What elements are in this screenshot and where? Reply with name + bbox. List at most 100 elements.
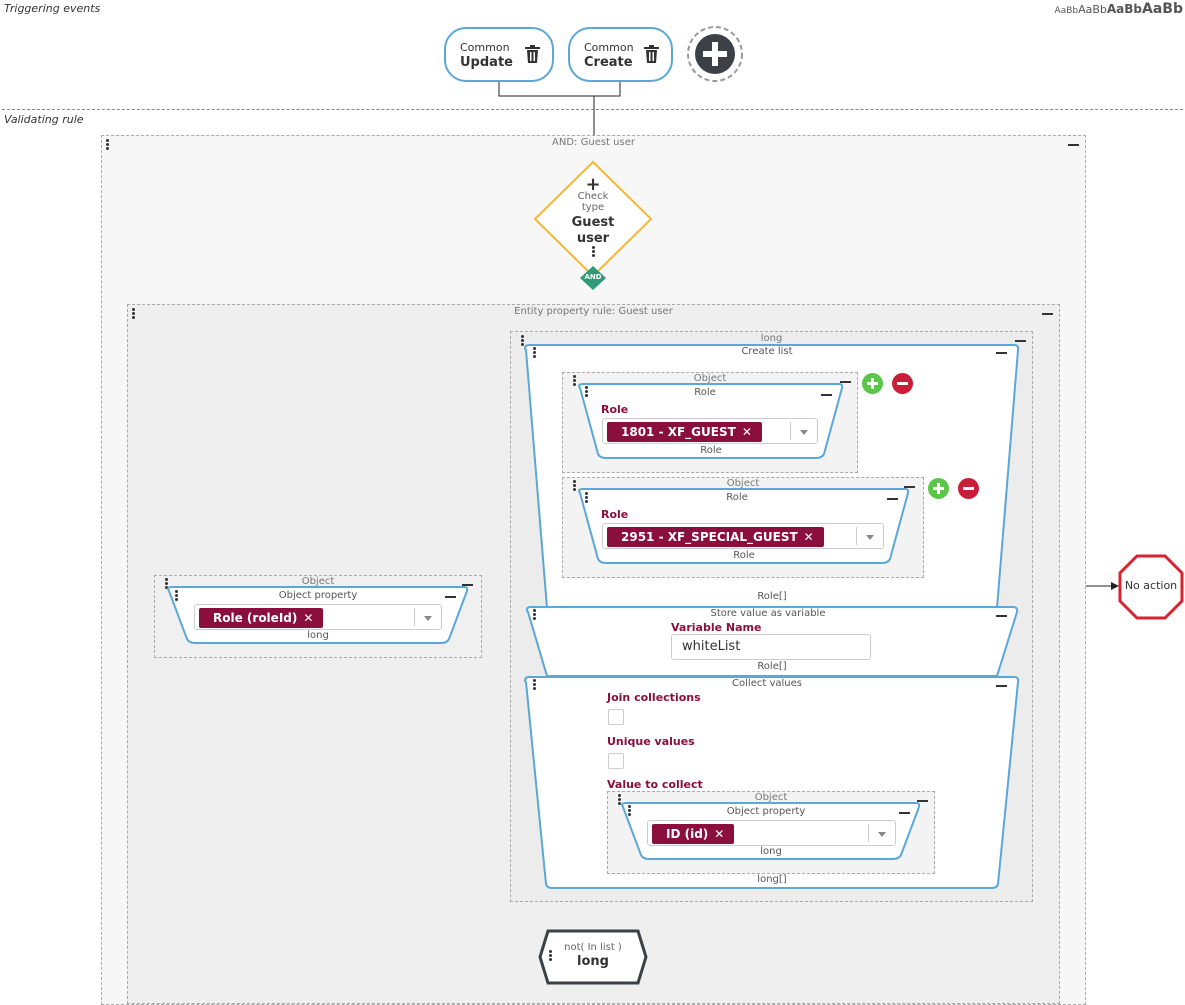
collapse-icon[interactable] xyxy=(904,486,915,488)
in-list-label: not( In list ) xyxy=(564,942,622,953)
add-item-button[interactable] xyxy=(862,373,883,394)
drag-handle-icon[interactable] xyxy=(132,308,136,320)
collapse-icon[interactable] xyxy=(821,394,832,396)
trigger-create[interactable]: Common Create xyxy=(568,27,673,82)
font-size-option[interactable]: AaBb xyxy=(1078,3,1107,16)
add-trigger-button[interactable] xyxy=(686,25,744,83)
select-separator xyxy=(414,608,415,626)
collapse-icon[interactable] xyxy=(887,498,898,500)
object-property-title: Object property xyxy=(726,806,806,817)
selected-chip[interactable]: ID (id) ✕ xyxy=(652,824,735,844)
object-property-title: Object property xyxy=(278,590,358,601)
unique-values-label: Unique values xyxy=(607,735,695,748)
drag-handle-icon[interactable] xyxy=(549,950,553,962)
group-title: Object xyxy=(693,373,727,384)
font-size-option[interactable]: AaBb xyxy=(1054,6,1079,16)
in-list-node[interactable] xyxy=(538,929,648,985)
chip-label: 1801 - XF_GUEST xyxy=(621,425,736,439)
trash-icon[interactable] xyxy=(644,45,659,63)
result-type-label: Role[] xyxy=(757,591,787,602)
font-size-option[interactable]: AaBb xyxy=(1106,2,1143,16)
font-size-selector[interactable]: AaBbAaBbAaBbAaBb xyxy=(1055,1,1183,17)
object-property-select[interactable]: Role (roleId) ✕ xyxy=(194,604,442,630)
group-title: long xyxy=(760,333,783,344)
drag-handle-icon[interactable] xyxy=(592,246,596,258)
result-type-label: long[] xyxy=(757,874,787,885)
in-list-type: long xyxy=(577,954,609,969)
selected-chip[interactable]: 2951 - XF_SPECIAL_GUEST ✕ xyxy=(607,527,824,547)
add-condition-icon[interactable]: + xyxy=(585,174,601,195)
collapse-icon[interactable] xyxy=(1015,340,1026,342)
chevron-down-icon[interactable] xyxy=(424,616,432,621)
drag-handle-icon[interactable] xyxy=(533,609,537,621)
role-title: Role xyxy=(694,387,716,398)
trash-icon[interactable] xyxy=(525,45,540,63)
role-select[interactable]: 1801 - XF_GUEST ✕ xyxy=(602,418,818,444)
select-separator xyxy=(790,422,791,440)
drag-handle-icon[interactable] xyxy=(175,590,179,602)
drag-handle-icon[interactable] xyxy=(628,805,632,817)
drag-handle-icon[interactable] xyxy=(585,492,589,504)
drag-handle-icon[interactable] xyxy=(618,794,622,806)
create-list-title: Create list xyxy=(741,346,793,357)
collapse-icon[interactable] xyxy=(996,352,1007,354)
collapse-icon[interactable] xyxy=(1042,313,1053,315)
drag-handle-icon[interactable] xyxy=(165,578,169,590)
trigger-line2: Create xyxy=(584,55,633,70)
join-collections-label: Join collections xyxy=(607,691,701,704)
object-property-select[interactable]: ID (id) ✕ xyxy=(647,820,896,846)
collapse-icon[interactable] xyxy=(996,615,1007,617)
and-badge[interactable] xyxy=(580,266,606,290)
plus-icon xyxy=(703,42,727,66)
triggering-events-label: Triggering events xyxy=(4,2,101,15)
chip-label: Role (roleId) xyxy=(213,611,298,625)
add-item-button[interactable] xyxy=(928,478,949,499)
unique-values-checkbox[interactable] xyxy=(608,753,624,769)
no-action-node[interactable] xyxy=(1118,554,1184,620)
collapse-icon[interactable] xyxy=(996,685,1007,687)
collapse-icon[interactable] xyxy=(840,381,851,383)
group-title: Object xyxy=(726,478,760,489)
field-label: Role xyxy=(601,403,629,416)
remove-chip-icon[interactable]: ✕ xyxy=(714,827,725,841)
selected-chip[interactable]: 1801 - XF_GUEST ✕ xyxy=(607,422,762,442)
chevron-down-icon[interactable] xyxy=(878,832,886,837)
role-title: Role xyxy=(726,492,748,503)
collapse-icon[interactable] xyxy=(917,800,928,802)
font-size-option[interactable]: AaBb xyxy=(1142,1,1183,17)
remove-item-button[interactable] xyxy=(958,478,979,499)
chevron-down-icon[interactable] xyxy=(866,535,874,540)
and-badge-label: AND xyxy=(584,273,602,281)
field-label: Role xyxy=(601,508,629,521)
remove-chip-icon[interactable]: ✕ xyxy=(803,530,814,544)
collapse-icon[interactable] xyxy=(445,596,456,598)
trigger-update[interactable]: Common Update xyxy=(444,27,554,82)
chip-label: ID (id) xyxy=(666,827,709,841)
collapse-icon[interactable] xyxy=(462,584,473,586)
collapse-icon[interactable] xyxy=(899,812,910,814)
type-label: long xyxy=(760,846,782,857)
selected-chip[interactable]: Role (roleId) ✕ xyxy=(199,608,324,628)
join-collections-checkbox[interactable] xyxy=(608,709,624,725)
remove-chip-icon[interactable]: ✕ xyxy=(741,425,752,439)
collect-values-title: Collect values xyxy=(732,678,802,689)
chip-label: 2951 - XF_SPECIAL_GUEST xyxy=(621,530,798,544)
variable-name-input[interactable]: whiteList xyxy=(671,634,871,660)
no-action-label: No action xyxy=(1124,579,1178,592)
role-select[interactable]: 2951 - XF_SPECIAL_GUEST ✕ xyxy=(602,523,884,549)
drag-handle-icon[interactable] xyxy=(573,480,577,492)
drag-handle-icon[interactable] xyxy=(533,347,537,359)
collapse-icon[interactable] xyxy=(1068,144,1079,146)
remove-chip-icon[interactable]: ✕ xyxy=(303,611,314,625)
drag-handle-icon[interactable] xyxy=(585,386,589,398)
check-line3: Guest xyxy=(571,215,615,230)
remove-item-button[interactable] xyxy=(892,373,913,394)
drag-handle-icon[interactable] xyxy=(106,139,110,151)
validating-rule-label: Validating rule xyxy=(4,113,84,126)
chevron-down-icon[interactable] xyxy=(800,430,808,435)
group-title: Object xyxy=(301,576,335,587)
type-label: Role xyxy=(733,550,755,561)
drag-handle-icon[interactable] xyxy=(533,679,537,691)
drag-handle-icon[interactable] xyxy=(521,335,525,347)
drag-handle-icon[interactable] xyxy=(573,375,577,387)
